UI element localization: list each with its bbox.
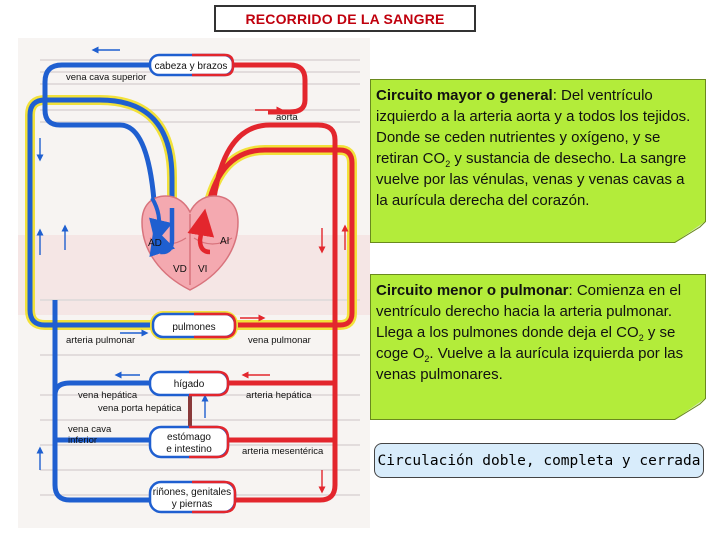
page-title-text: RECORRIDO DE LA SANGRE [245,10,445,27]
page-title: RECORRIDO DE LA SANGRE [214,5,476,32]
organ-lungs: pulmones [150,311,238,340]
flow-arrows [36,46,349,494]
heart: AD AI VD VI [141,195,239,291]
label-pulmonary-artery: arteria pulmonar [66,335,135,346]
aorta-vessel [209,122,338,503]
note-minor-text-2: y se coge O [376,324,676,362]
note-major-sub: 2 [445,159,451,169]
note-minor-circuit: Circuito menor o pulmonar: Comienza en e… [370,274,706,420]
label-pulmonary-vein: vena pulmonar [248,335,311,346]
chamber-right-ventricle: VD [173,264,187,275]
label-inferior-vena-cava-2: inferior [68,435,97,446]
summary-box: Circulación doble, completa y cerrada [374,443,704,478]
label-superior-vena-cava: vena cava superior [66,72,146,83]
chamber-left-atrium: AI [220,236,229,247]
note-minor-heading: Circuito menor o pulmonar [376,282,569,299]
organ-lungs-label: pulmones [172,322,215,333]
heart-left-valve [193,237,233,245]
organ-kidneys-label-2: y piernas [172,499,213,510]
organ-stomach-label-2: e intestino [166,444,212,455]
label-aorta: aorta [276,112,298,123]
label-mesenteric-artery: arteria mesentérica [242,446,324,457]
organ-stomach-label-1: estómago [167,432,211,443]
note-major-text-1: : Del ventrículo izquierdo a la arteria … [376,87,691,167]
heart-left-flow [187,208,215,255]
label-hepatic-artery: arteria hepática [246,390,312,401]
organ-liver-label: hígado [174,379,205,390]
label-hepatic-vein: vena hepática [78,390,138,401]
note-minor-sub-1: 2 [638,333,644,343]
note-minor-text-1: : Comienza en el ventrículo derecho haci… [376,282,682,341]
note-major-circuit: Circuito mayor o general: Del ventrículo… [370,79,706,243]
note-major-fold [674,221,706,243]
chamber-right-atrium: AD [148,238,162,249]
arterial-system [209,62,338,503]
label-portal-vein: vena porta hepática [98,403,182,414]
label-inferior-vena-cava-1: vena cava [68,424,112,435]
organ-head-arms-label: cabeza y brazos [155,61,228,72]
organ-head-arms: cabeza y brazos [148,53,235,77]
organ-kidneys: riñones, genitales y piernas [148,480,237,514]
organ-liver: hígado [148,370,230,397]
note-minor-text-3: . Vuelve a la aurícula izquierda por las… [376,345,684,383]
head-arteries-vessel [233,62,308,115]
heart-svc-entry [149,196,173,244]
organ-stomach: estómago e intestino [148,425,230,459]
note-minor-sub-2: 2 [424,354,430,364]
chamber-left-ventricle: VI [198,264,207,275]
pulmonary-artery-vessel [27,97,175,328]
organ-kidneys-label-1: riñones, genitales [153,487,231,498]
venous-system [42,62,158,503]
summary-text: Circulación doble, completa y cerrada [377,452,701,469]
note-major-heading: Circuito mayor o general [376,87,553,104]
superior-vena-cava-vessel [42,62,158,216]
note-minor-fold [674,398,706,420]
note-major-text-2: y sustancia de desecho. La sangre vuelve… [376,150,687,209]
